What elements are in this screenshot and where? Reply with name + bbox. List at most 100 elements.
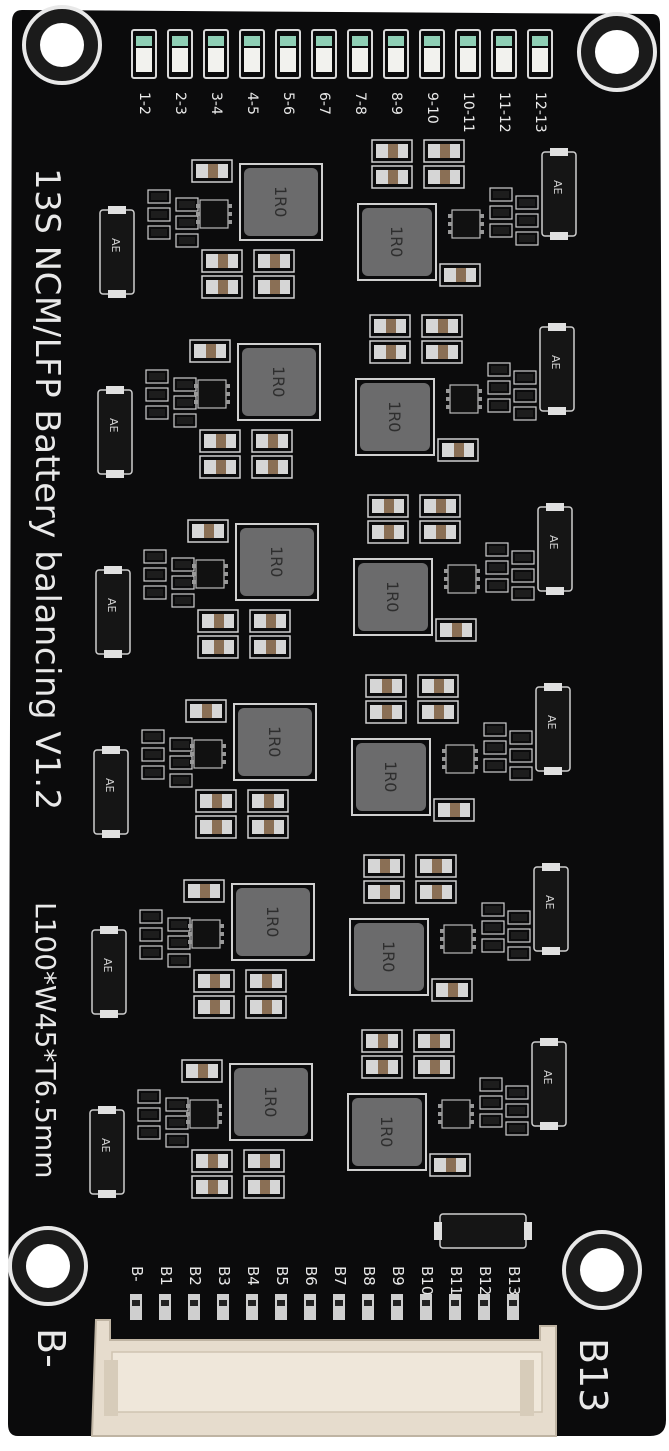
ic-chip: [196, 199, 232, 229]
ic-chip: [194, 379, 230, 409]
connector-pin: [130, 1294, 142, 1320]
resistor: [139, 909, 163, 924]
capacitor-pair: [253, 249, 295, 273]
resistor: [481, 902, 505, 917]
capacitor-pair: [193, 995, 235, 1019]
resistor: [137, 1107, 161, 1122]
connector-pin: [188, 1294, 200, 1320]
ic-chip: [186, 1099, 222, 1129]
inductor-marking: 1R0: [387, 226, 406, 257]
capacitor-pair: [365, 674, 407, 698]
resistor: [481, 920, 505, 935]
diode: AE: [537, 503, 573, 595]
inductor-marking: 1R0: [383, 581, 402, 612]
inductor: 1R0: [237, 343, 321, 421]
pin-label: B1: [157, 1266, 175, 1286]
inductor-marking: 1R0: [271, 186, 290, 217]
resistor: [507, 910, 531, 925]
ic-chip: [442, 744, 478, 774]
capacitor-pair: [243, 1149, 285, 1173]
diode-marking: AE: [551, 180, 564, 195]
resistor: [141, 729, 165, 744]
inductor: 1R0: [229, 1063, 313, 1141]
capacitor-pair: [417, 700, 459, 724]
capacitor-pair: [415, 854, 457, 878]
led: [275, 29, 301, 79]
capacitor-pair: [195, 815, 237, 839]
led-label: 10-11: [460, 92, 476, 133]
diode: AE: [91, 926, 127, 1018]
capacitor-pair: [369, 314, 411, 338]
diode-marking: AE: [541, 1070, 554, 1085]
capacitor-pair: [191, 1175, 233, 1199]
resistor: [511, 550, 535, 565]
resistor: [513, 370, 537, 385]
resistor: [143, 549, 167, 564]
resistor: [483, 758, 507, 773]
capacitor-pair: [181, 1059, 223, 1083]
capacitor-pair: [419, 520, 461, 544]
capacitor-pair: [367, 494, 409, 518]
resistor: [479, 1113, 503, 1128]
capacitor-pair: [423, 139, 465, 163]
bottom-diode: [434, 1213, 532, 1249]
corner-label-left: B-: [29, 1328, 73, 1368]
capacitor-pair: [367, 520, 409, 544]
pin-label: B10: [418, 1266, 436, 1295]
resistor: [489, 223, 513, 238]
ic-chip: [188, 919, 224, 949]
inductor: 1R0: [231, 883, 315, 961]
capacitor-pair: [199, 455, 241, 479]
inductor-marking: 1R0: [379, 941, 398, 972]
diode: AE: [99, 206, 135, 298]
capacitor-pair: [413, 1055, 455, 1079]
capacitor-pair: [437, 438, 479, 462]
capacitor-pair: [199, 429, 241, 453]
resistor: [479, 1095, 503, 1110]
led: [491, 29, 517, 79]
inductor-marking: 1R0: [381, 761, 400, 792]
led: [167, 29, 193, 79]
diode-horizontal: [434, 1213, 532, 1249]
led: [527, 29, 553, 79]
inductor: 1R0: [239, 163, 323, 241]
capacitor-pair: [249, 635, 291, 659]
ic-chip: [446, 384, 482, 414]
led: [455, 29, 481, 79]
capacitor-pair: [195, 789, 237, 813]
resistor: [511, 568, 535, 583]
resistor: [169, 773, 193, 788]
ic-chip: [190, 739, 226, 769]
corner-label-right: B13: [571, 1338, 615, 1412]
resistor: [167, 953, 191, 968]
diode: AE: [533, 863, 569, 955]
diode-marking: AE: [109, 238, 122, 253]
capacitor-pair: [369, 340, 411, 364]
led-label: 3-4: [208, 92, 224, 115]
ic-chip: [440, 924, 476, 954]
resistor: [507, 928, 531, 943]
resistor: [515, 231, 539, 246]
capacitor-pair: [249, 609, 291, 633]
led-label: 12-13: [532, 92, 548, 133]
capacitor-pair: [243, 1175, 285, 1199]
pin-label: B8: [360, 1266, 378, 1286]
capacitor-pair: [419, 494, 461, 518]
capacitor-pair: [245, 995, 287, 1019]
inductor: 1R0: [357, 203, 437, 281]
resistor: [139, 927, 163, 942]
led: [419, 29, 445, 79]
resistor: [505, 1121, 529, 1136]
pin-label: B-: [128, 1266, 146, 1282]
connector-pin: [304, 1294, 316, 1320]
diode-marking: AE: [549, 355, 562, 370]
capacitor-pair: [421, 314, 463, 338]
board-title: 13S NCM/LFP Battery balancing V1.2: [27, 168, 67, 811]
led-label: 2-3: [172, 92, 188, 115]
inductor: 1R0: [355, 378, 435, 456]
led-label: 5-6: [280, 92, 296, 115]
resistor: [145, 369, 169, 384]
diode-marking: AE: [545, 715, 558, 730]
inductor: 1R0: [233, 703, 317, 781]
